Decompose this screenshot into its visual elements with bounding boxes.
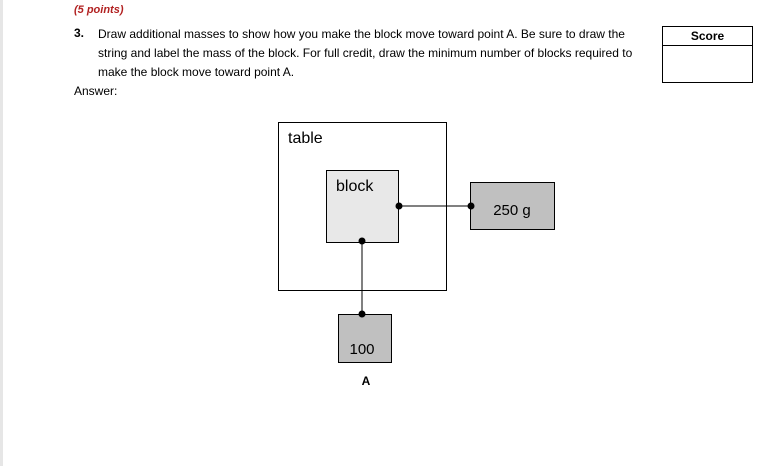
string-knot-right-mass [467,202,475,210]
string-knot-block-right [395,202,403,210]
string-knot-block-bottom [358,237,366,245]
question-number: 3. [74,26,85,40]
score-label: Score [663,27,752,46]
question-text: Draw additional masses to show how you m… [98,27,633,79]
points-label: (5 points) [74,4,124,16]
page-left-rule [0,0,3,466]
bottom-mass-rect [338,314,392,363]
string-knot-bottom-mass [358,310,366,318]
point-a-label: A [362,374,371,388]
right-mass-label: 250 g [493,202,531,219]
table-label: table [288,130,323,147]
answer-label: Answer: [74,84,118,98]
bottom-mass-label: 100 [349,341,374,358]
block-label: block [336,178,374,195]
score-box: Score [662,26,753,83]
